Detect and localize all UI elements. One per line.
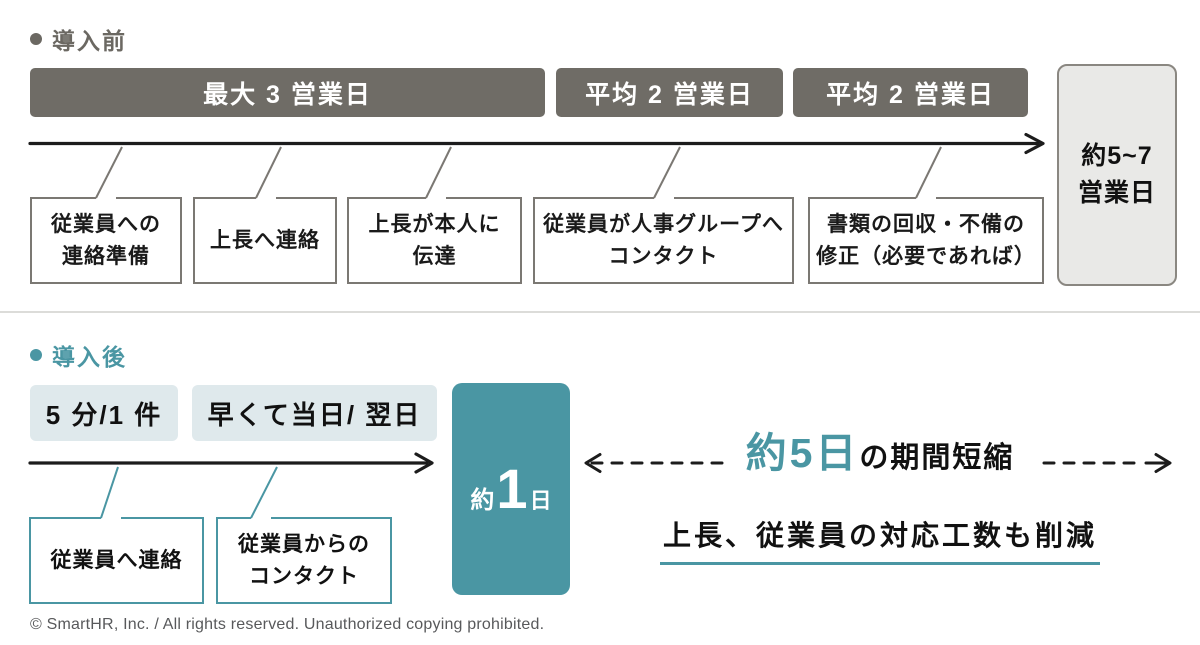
bullet-icon: [30, 349, 42, 361]
total-after-suffix: 日: [529, 488, 552, 513]
duration-chip: 5 分/1 件: [30, 385, 178, 441]
step-label: 上長へ連絡: [210, 228, 320, 252]
section-title-before-label: 導入前: [52, 28, 127, 54]
duration-bar: 最大 3 営業日: [30, 68, 545, 117]
section-title-before: 導入前: [30, 22, 127, 56]
step-label: 上長が本人に 伝達: [368, 213, 501, 268]
callout-line: [915, 146, 942, 199]
total-duration-box-after: 約1日: [452, 383, 570, 595]
duration-chip-label: 5 分/1 件: [45, 399, 163, 430]
arrowhead-icon: [414, 452, 434, 474]
duration-bar: 平均 2 営業日: [556, 68, 783, 117]
step-box-after: 従業員へ連絡: [29, 517, 204, 604]
time-saved-headline: 約5日の期間短縮: [580, 433, 1180, 474]
duration-chip-label: 早くて当日/ 翌日: [207, 399, 422, 430]
bullet-icon: [30, 33, 42, 45]
duration-chip: 早くて当日/ 翌日: [192, 385, 437, 441]
step-box: 上長が本人に 伝達: [347, 197, 522, 284]
step-label: 書類の回収・不備の 修正（必要であれば）: [816, 213, 1036, 268]
callout-line: [425, 146, 452, 199]
total-after-number: 1: [496, 457, 528, 520]
total-duration-before-label: 約5~7 営業日: [1077, 141, 1156, 208]
time-saved-value: 約5日: [745, 430, 860, 476]
step-label: 従業員が人事グループへ コンタクト: [543, 213, 784, 268]
total-duration-box-before: 約5~7 営業日: [1057, 64, 1177, 286]
time-saved-caption: の期間短縮: [859, 442, 1015, 474]
duration-bar: 平均 2 営業日: [793, 68, 1028, 117]
step-box: 従業員が人事グループへ コンタクト: [533, 197, 794, 284]
step-box: 従業員への 連絡準備: [30, 197, 182, 284]
duration-bar-label: 最大 3 営業日: [203, 80, 372, 109]
callout-line: [95, 146, 123, 199]
step-box: 上長へ連絡: [193, 197, 337, 284]
step-label: 従業員からの コンタクト: [238, 533, 370, 588]
arrowhead-icon: [1024, 132, 1045, 155]
section-title-after: 導入後: [30, 338, 127, 372]
duration-bar-label: 平均 2 営業日: [826, 80, 995, 109]
section-divider: [0, 311, 1200, 313]
step-box: 書類の回収・不備の 修正（必要であれば）: [808, 197, 1044, 284]
callout-line: [653, 146, 681, 199]
workload-note-label: 上長、従業員の対応工数も削減: [659, 514, 1100, 565]
duration-bar-label: 平均 2 営業日: [585, 80, 754, 109]
callout-line-teal: [100, 466, 119, 519]
callout-line: [255, 146, 282, 199]
workload-note: 上長、従業員の対応工数も削減: [580, 514, 1180, 565]
step-label: 従業員への 連絡準備: [51, 213, 161, 268]
step-label: 従業員へ連絡: [50, 548, 183, 572]
step-box-after: 従業員からの コンタクト: [216, 517, 392, 604]
callout-line-teal: [250, 466, 278, 519]
section-title-after-label: 導入後: [52, 344, 127, 370]
copyright-text: © SmartHR, Inc. / All rights reserved. U…: [30, 616, 545, 633]
total-after-prefix: 約: [470, 487, 495, 514]
